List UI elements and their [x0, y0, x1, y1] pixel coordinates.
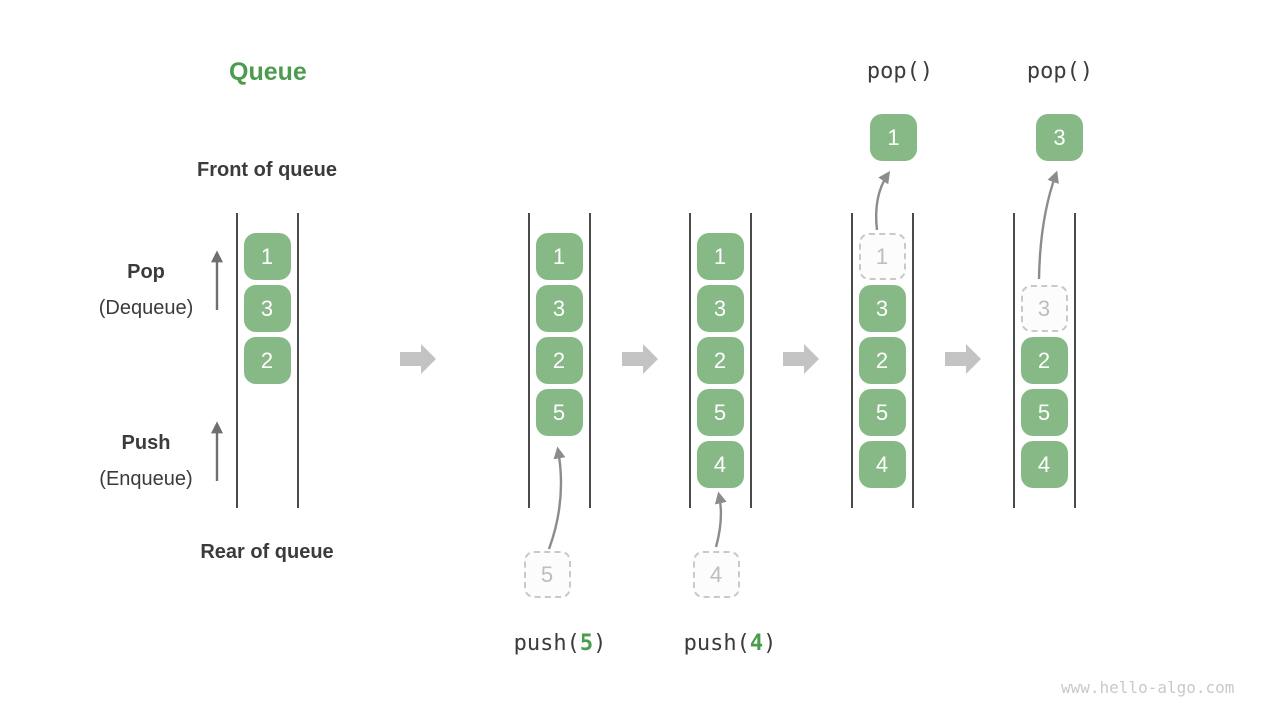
push-label: Push	[121, 432, 171, 454]
watermark: www.hello-algo.com	[1061, 678, 1235, 697]
flow-arrow	[400, 344, 436, 374]
queue-cell: 2	[696, 337, 744, 384]
queue-cell: 2	[243, 337, 291, 384]
push-label-suffix: )	[593, 631, 607, 656]
queue-wall-right	[750, 213, 752, 508]
queue-wall-right	[297, 213, 299, 508]
queue-cell: 1	[696, 233, 744, 280]
push-label-prefix: push(	[513, 631, 580, 656]
queue-cell: 3	[858, 285, 906, 332]
queue-cell: 5	[1020, 389, 1068, 436]
push-arrow	[714, 491, 727, 548]
push-label-arg: 4	[749, 631, 764, 656]
push-label-prefix: push(	[683, 631, 750, 656]
queue-cell: 4	[1020, 441, 1068, 488]
queue-cell: 4	[858, 441, 906, 488]
push-arrow	[547, 446, 566, 550]
queue-wall-left	[851, 213, 853, 508]
pop-arrow	[1037, 170, 1059, 280]
push-operation-label: push(5)	[450, 631, 670, 656]
queue-cell-ghost: 1	[858, 233, 906, 280]
pop-operation-label: pop()	[866, 59, 934, 84]
queue-cell: 3	[696, 285, 744, 332]
queue-wall-right	[912, 213, 914, 508]
incoming-element: 4	[692, 551, 740, 598]
diagram-title: Queue	[229, 58, 307, 86]
queue-wall-left	[528, 213, 530, 508]
incoming-element: 5	[523, 551, 571, 598]
pop-operation-label: pop()	[1026, 59, 1094, 84]
queue-cell: 2	[535, 337, 583, 384]
queue-wall-right	[1074, 213, 1076, 508]
queue-cell: 3	[535, 285, 583, 332]
rear-of-queue-label: Rear of queue	[200, 541, 334, 563]
flow-arrow	[945, 344, 981, 374]
push-label-arg: 5	[579, 631, 594, 656]
queue-cell-ghost: 3	[1020, 285, 1068, 332]
popped-element: 3	[1036, 114, 1083, 161]
queue-cell: 4	[696, 441, 744, 488]
queue-cell: 1	[535, 233, 583, 280]
queue-cell: 2	[858, 337, 906, 384]
pop-label: Pop	[127, 261, 165, 283]
flow-arrow	[622, 344, 658, 374]
push-label-suffix: )	[763, 631, 777, 656]
queue-wall-left	[1013, 213, 1015, 508]
queue-cell: 5	[696, 389, 744, 436]
queue-wall-left	[236, 213, 238, 508]
queue-cell: 2	[1020, 337, 1068, 384]
front-of-queue-label: Front of queue	[197, 159, 337, 181]
popped-element: 1	[870, 114, 917, 161]
queue-wall-right	[589, 213, 591, 508]
queue-cell: 1	[243, 233, 291, 280]
dequeue-sublabel: (Dequeue)	[98, 297, 194, 319]
queue-cell: 5	[535, 389, 583, 436]
queue-wall-left	[689, 213, 691, 508]
pop-arrow	[874, 171, 891, 231]
push-operation-label: push(4)	[620, 631, 840, 656]
flow-arrow	[783, 344, 819, 374]
enqueue-sublabel: (Enqueue)	[99, 468, 193, 490]
queue-cell: 5	[858, 389, 906, 436]
queue-cell: 3	[243, 285, 291, 332]
